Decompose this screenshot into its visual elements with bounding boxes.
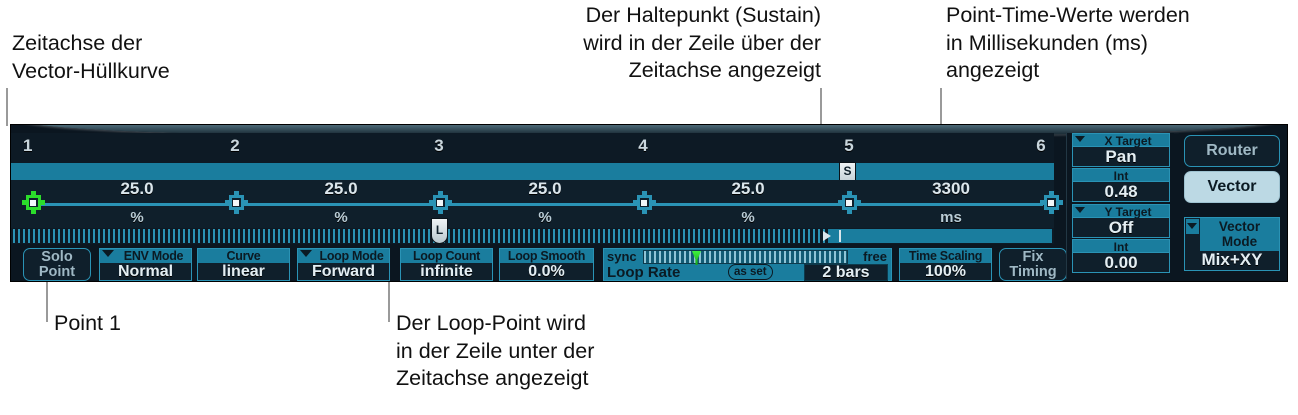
curve-value[interactable]: linear (222, 263, 265, 280)
loop-rate-label: Loop Rate (607, 264, 681, 281)
segment-unit: % (538, 209, 552, 226)
envelope-point-6[interactable] (1039, 191, 1063, 214)
vector-mode-selector[interactable]: Vector Mode Mix+XY (1184, 217, 1280, 271)
curve-selector[interactable]: Curve linear (197, 248, 290, 281)
envelope-editor[interactable]: 25.0 % 25.0 % 25.0 % 25.0 % 3300 ms (11, 179, 1063, 228)
loop-count-label: Loop Count (401, 249, 492, 263)
router-button[interactable]: Router (1184, 135, 1280, 167)
leader-line-time-axis (6, 88, 8, 126)
loop-rate-value[interactable]: 2 bars (804, 264, 888, 281)
x-intensity-label: Int (1072, 168, 1170, 183)
time-axis-end-arrow-icon (823, 231, 831, 241)
env-mode-label: ENV Mode (100, 249, 191, 263)
ruler-number: 1 (23, 136, 33, 155)
chevron-down-icon[interactable] (1075, 136, 1085, 142)
x-target-selector[interactable]: X Target Pan (1072, 133, 1170, 167)
loop-smooth-label: Loop Smooth (500, 249, 593, 263)
sustain-row: S (11, 162, 1054, 188)
x-target-label[interactable]: X Target (1072, 133, 1170, 148)
segment-value[interactable]: 3300 (932, 179, 970, 198)
env-mode-value[interactable]: Normal (117, 263, 174, 280)
time-axis-fill (828, 229, 1052, 243)
loop-mode-value[interactable]: Forward (311, 263, 376, 280)
vector-button[interactable]: Vector (1184, 171, 1280, 203)
chevron-down-icon[interactable] (1186, 219, 1199, 234)
target-panel: X Target Pan Int 0.48 Y Target Off Int 0… (1066, 133, 1174, 279)
time-scaling-value[interactable]: 100% (925, 263, 966, 280)
loop-mode-selector[interactable]: Loop Mode Forward (297, 248, 390, 281)
x-target-value[interactable]: Pan (1072, 147, 1170, 167)
time-scaling-field[interactable]: Time Scaling 100% (899, 248, 992, 281)
sync-label: sync (607, 249, 637, 264)
annotation-time-axis: Zeitachse der Vector-Hüllkurve (12, 31, 170, 83)
annotation-point-1: Point 1 (54, 311, 121, 335)
segment-value[interactable]: 25.0 (120, 179, 154, 198)
env-mode-selector[interactable]: ENV Mode Normal (99, 248, 192, 281)
segment-unit: ms (940, 209, 962, 226)
segment-value[interactable]: 25.0 (528, 179, 562, 198)
segment-value[interactable]: 25.0 (731, 179, 765, 198)
curve-label: Curve (198, 249, 289, 263)
y-target-value[interactable]: Off (1072, 218, 1170, 238)
envelope-point-3[interactable] (428, 191, 452, 214)
y-target-selector[interactable]: Y Target Off (1072, 204, 1170, 238)
ruler-number: 5 (844, 136, 854, 155)
loop-rate-badge: as set (728, 264, 773, 280)
segment-unit: % (130, 209, 144, 226)
solo-point-button[interactable]: Solo Point (23, 248, 91, 281)
loop-smooth-value[interactable]: 0.0% (528, 263, 565, 280)
segment-unit: % (741, 209, 755, 226)
y-intensity-field[interactable]: Int 0.00 (1072, 239, 1170, 273)
ruler-number: 3 (434, 136, 444, 155)
annotation-point-time: Point-Time-Werte werden in Millisekunden… (946, 3, 1190, 82)
leader-line-point-1 (46, 277, 48, 322)
vector-mode-label: Vector Mode (1200, 218, 1279, 251)
ruler-number: 6 (1036, 136, 1046, 155)
envelope-point-2[interactable] (224, 191, 248, 214)
envelope-point-5[interactable] (837, 191, 861, 214)
annotation-sustain: Der Haltepunkt (Sustain) wird in der Zei… (583, 3, 821, 82)
mode-button-panel: Router Vector Vector Mode Mix+XY (1179, 133, 1287, 279)
chevron-down-icon[interactable] (1075, 207, 1085, 213)
time-axis-ruler[interactable]: L (11, 218, 1054, 244)
ruler-number: 4 (638, 136, 648, 155)
loop-point-marker[interactable]: L (431, 218, 448, 244)
segment-unit: % (334, 209, 348, 226)
vector-envelope-plugin-window: 1 2 3 4 5 6 S 25.0 % 25.0 % 25.0 % 25.0 … (10, 124, 1288, 282)
x-intensity-field[interactable]: Int 0.48 (1072, 168, 1170, 202)
y-intensity-label: Int (1072, 239, 1170, 254)
fix-timing-button[interactable]: Fix Timing (999, 248, 1067, 281)
control-row: Solo Point ENV Mode Normal Curve linear … (11, 246, 1067, 281)
loop-count-field[interactable]: Loop Count infinite (400, 248, 493, 281)
sync-slider[interactable] (643, 250, 848, 265)
y-target-label[interactable]: Y Target (1072, 204, 1170, 219)
envelope-point-4[interactable] (632, 191, 656, 214)
time-axis-cursor (839, 230, 841, 242)
envelope-point-1[interactable] (21, 191, 45, 214)
loop-smooth-field[interactable]: Loop Smooth 0.0% (499, 248, 594, 281)
segment-value[interactable]: 25.0 (324, 179, 358, 198)
y-intensity-value[interactable]: 0.00 (1072, 253, 1170, 273)
sync-free-label: free (863, 249, 887, 264)
loop-mode-label: Loop Mode (298, 249, 389, 263)
loop-count-value[interactable]: infinite (420, 263, 473, 280)
envelope-line (33, 203, 1043, 206)
sync-slider-handle[interactable] (692, 251, 701, 265)
envelope-ruler-numbers: 1 2 3 4 5 6 (11, 133, 1054, 163)
sync-loop-rate-module[interactable]: sync Loop Rate free as set 2 bars (603, 248, 892, 281)
x-intensity-value[interactable]: 0.48 (1072, 182, 1170, 202)
vector-mode-value[interactable]: Mix+XY (1201, 250, 1263, 269)
time-scaling-label: Time Scaling (900, 249, 991, 263)
ruler-number: 2 (230, 136, 240, 155)
time-axis-ticks (13, 229, 828, 243)
annotation-loop-point: Der Loop-Point wird in der Zeile unter d… (396, 311, 595, 390)
